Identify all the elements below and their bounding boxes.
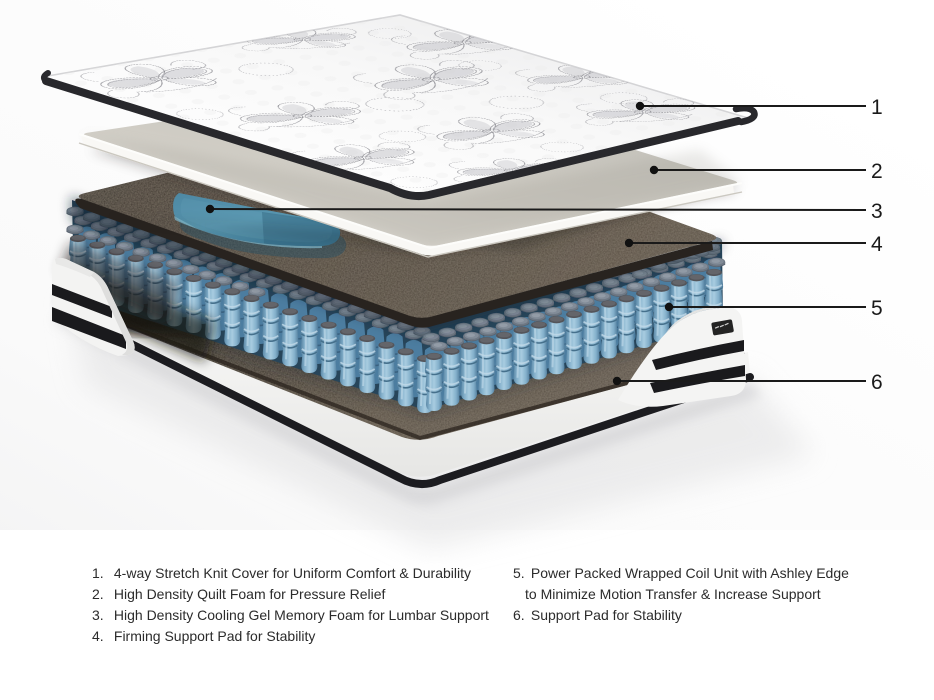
svg-text:2: 2 [871,160,883,183]
svg-text:3: 3 [871,200,883,223]
svg-text:1: 1 [871,96,883,119]
svg-text:4: 4 [871,233,883,256]
svg-text:5: 5 [871,297,883,320]
svg-text:6: 6 [871,371,883,394]
